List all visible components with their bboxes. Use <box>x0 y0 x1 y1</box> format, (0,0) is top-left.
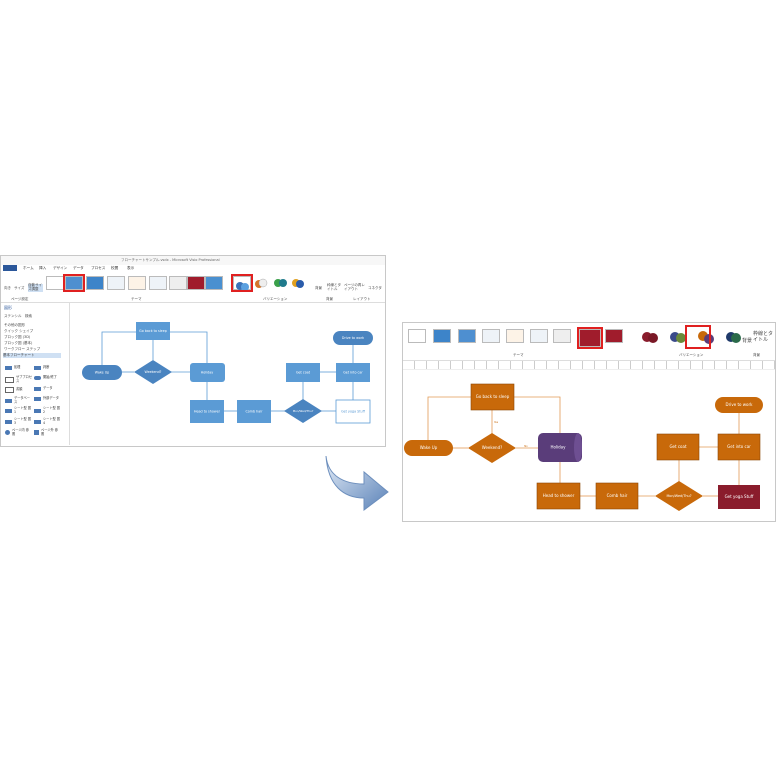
shape-decision[interactable]: 判断 <box>34 366 49 370</box>
group-variants: バリエーション <box>263 297 288 301</box>
tab-view[interactable]: 表示 <box>127 266 135 270</box>
tab-process[interactable]: プロセス <box>91 266 106 270</box>
theme-7[interactable] <box>605 329 623 343</box>
title-bar: フローチャートサンプル.vsdx - Microsoft Visio Profe… <box>1 256 385 265</box>
shape-subprocess[interactable]: サブプロセス <box>5 375 34 383</box>
visio-window-before: フローチャートサンプル.vsdx - Microsoft Visio Profe… <box>0 255 386 447</box>
theme-6[interactable] <box>169 276 187 290</box>
theme-7[interactable] <box>187 276 205 290</box>
shapes-panel: 図形 ステンシル 検索 その他の図形 クイック シェイプ ブロック図 (3D) … <box>1 303 70 445</box>
ribbon: 向き サイズ 自動サイズ調整 背景 枠線とタイトル ページの再レイアウト コネク… <box>1 272 385 303</box>
shape-data[interactable]: データ <box>34 387 53 391</box>
theme-linear-selected[interactable] <box>63 274 85 292</box>
shape-database[interactable]: データベース <box>5 396 32 404</box>
theme-5[interactable] <box>149 276 167 290</box>
group-page-setup: ページ設定 <box>11 297 29 301</box>
tab-review[interactable]: 校閲 <box>111 266 119 270</box>
border-title-button[interactable]: 枠線とタイトル <box>327 283 341 291</box>
visio-window-after: 背景 枠線とタイトル テーマ バリエーション 背景 <box>402 322 776 522</box>
stencil-item[interactable]: ブロック図 (基本) <box>4 341 33 345</box>
shape-process[interactable]: 処理 <box>5 366 20 370</box>
variant-icons[interactable] <box>253 276 313 290</box>
shape-off-page-ref[interactable]: ページ外 参照 <box>34 428 59 436</box>
orientation-button[interactable]: 向き <box>4 286 11 290</box>
tab-insert[interactable]: 挿入 <box>39 266 47 270</box>
group-themes: テーマ <box>513 353 524 357</box>
stencil-item[interactable]: その他の図形 <box>4 323 25 327</box>
shape-sheet-1[interactable]: シート型 図 1 <box>5 406 32 414</box>
theme-6[interactable] <box>553 329 571 343</box>
group-background: 背景 <box>326 297 333 301</box>
border-title-button[interactable]: 枠線とタイトル <box>753 331 774 343</box>
group-layout: レイアウト <box>353 297 371 301</box>
shape-sheet-2[interactable]: シート型 図 2 <box>34 406 61 414</box>
size-button[interactable]: サイズ <box>14 286 25 290</box>
shape-on-page-ref[interactable]: ページ内 参照 <box>5 428 30 436</box>
file-tab[interactable]: ファイル <box>3 265 17 281</box>
theme-retrospect-selected[interactable] <box>577 327 603 349</box>
shape-document[interactable]: 書類 <box>5 387 22 393</box>
connector-button[interactable]: コネクタ <box>368 286 382 290</box>
variant-blue-selected[interactable] <box>231 274 253 292</box>
group-background: 背景 <box>753 353 760 357</box>
stencil-item[interactable]: ブロック図 (3D) <box>4 335 31 339</box>
transition-arrow-icon <box>325 455 389 511</box>
shape-external-data[interactable]: 外部データ <box>34 397 59 401</box>
shape-start-end[interactable]: 開始/終了 <box>34 376 57 380</box>
shapes-panel-title: 図形 <box>4 305 12 310</box>
theme-3[interactable] <box>482 329 500 343</box>
tab-home[interactable]: ホーム <box>23 266 34 270</box>
shape-sheet-3[interactable]: シート型 図 3 <box>5 417 32 425</box>
group-variants: バリエーション <box>679 353 704 357</box>
variant-orange-selected[interactable] <box>685 325 711 349</box>
shape-sheet-4[interactable]: シート型 図 4 <box>34 417 61 425</box>
window-title: フローチャートサンプル.vsdx - Microsoft Visio Profe… <box>121 258 220 262</box>
variant-icons[interactable] <box>637 327 747 347</box>
theme-8[interactable] <box>205 276 223 290</box>
group-themes: テーマ <box>131 297 142 301</box>
background-button[interactable]: 背景 <box>315 286 322 290</box>
stencil-item[interactable]: ワークフロー ステップ <box>4 347 41 351</box>
theme-5[interactable] <box>530 329 548 343</box>
theme-3[interactable] <box>107 276 125 290</box>
search-tab[interactable]: 検索 <box>25 314 32 318</box>
stencil-item[interactable]: クイック シェイプ <box>4 329 34 333</box>
theme-office[interactable] <box>408 329 426 343</box>
hexagon-variant-icon <box>236 282 249 291</box>
tab-design[interactable]: デザイン <box>53 266 68 270</box>
theme-2[interactable] <box>458 329 476 343</box>
theme-2[interactable] <box>86 276 104 290</box>
theme-4[interactable] <box>506 329 524 343</box>
relayout-button[interactable]: ページの再レイアウト <box>344 283 365 291</box>
theme-1[interactable] <box>433 329 451 343</box>
ruler <box>403 360 775 370</box>
stencil-item-selected[interactable]: 基本フローチャート <box>3 353 61 358</box>
theme-4[interactable] <box>128 276 146 290</box>
tab-data[interactable]: データ <box>73 266 84 270</box>
background-button[interactable]: 背景 <box>742 338 753 344</box>
stencils-tab[interactable]: ステンシル <box>4 314 22 318</box>
theme-office[interactable] <box>46 276 64 290</box>
auto-size-button[interactable]: 自動サイズ調整 <box>28 283 43 292</box>
